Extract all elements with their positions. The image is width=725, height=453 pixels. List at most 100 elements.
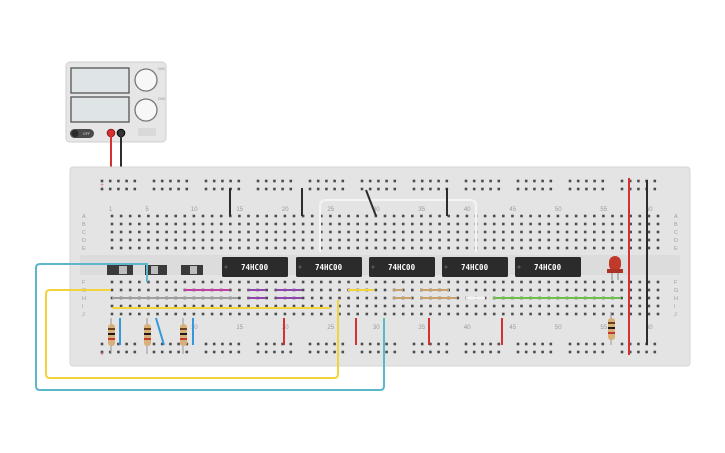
breadboard-hole[interactable] [556,288,560,292]
breadboard-hole[interactable] [368,350,372,354]
breadboard-hole[interactable] [392,222,396,226]
breadboard-hole[interactable] [465,214,469,218]
breadboard-hole[interactable] [593,222,596,226]
breadboard-hole[interactable] [538,222,541,226]
breadboard-hole[interactable] [401,222,405,226]
breadboard-hole[interactable] [472,187,476,191]
breadboard-hole[interactable] [516,187,520,191]
breadboard-hole[interactable] [474,312,478,316]
breadboard-hole[interactable] [465,230,469,234]
breadboard-hole[interactable] [456,280,460,284]
breadboard-hole[interactable] [611,288,614,292]
breadboard-hole[interactable] [201,246,205,250]
breadboard-hole[interactable] [301,296,305,300]
breadboard-hole[interactable] [565,312,569,316]
breadboard-hole[interactable] [520,222,523,226]
breadboard-hole[interactable] [529,214,532,218]
breadboard-hole[interactable] [392,230,396,234]
breadboard-hole[interactable] [492,288,496,292]
breadboard-hole[interactable] [574,230,578,234]
breadboard-hole[interactable] [516,350,520,354]
breadboard-hole[interactable] [392,304,396,308]
breadboard-hole[interactable] [347,312,350,316]
breadboard-hole[interactable] [593,312,596,316]
breadboard-hole[interactable] [565,304,569,308]
breadboard-hole[interactable] [310,312,314,316]
breadboard-hole[interactable] [256,222,259,226]
breadboard-hole[interactable] [347,230,350,234]
breadboard-hole[interactable] [481,187,484,191]
breadboard-hole[interactable] [583,246,587,250]
breadboard-hole[interactable] [281,179,284,183]
breadboard-hole[interactable] [383,280,387,284]
breadboard-hole[interactable] [374,280,378,284]
breadboard-hole[interactable] [620,238,623,242]
breadboard-hole[interactable] [456,214,460,218]
breadboard-hole[interactable] [549,187,553,191]
breadboard-hole[interactable] [147,304,150,308]
breadboard-hole[interactable] [593,288,596,292]
breadboard-hole[interactable] [447,238,450,242]
breadboard-hole[interactable] [247,222,250,226]
breadboard-hole[interactable] [611,222,614,226]
breadboard-hole[interactable] [301,238,305,242]
breadboard-hole[interactable] [238,214,241,218]
breadboard-hole[interactable] [152,187,156,191]
breadboard-hole[interactable] [412,350,416,354]
breadboard-hole[interactable] [647,312,651,316]
breadboard-hole[interactable] [128,304,132,308]
breadboard-hole[interactable] [138,288,141,292]
breadboard-hole[interactable] [229,342,232,346]
breadboard-hole[interactable] [238,238,241,242]
breadboard-hole[interactable] [201,312,205,316]
breadboard-hole[interactable] [301,304,305,308]
breadboard-hole[interactable] [593,238,596,242]
breadboard-hole[interactable] [565,280,569,284]
breadboard-hole[interactable] [247,312,250,316]
breadboard-hole[interactable] [438,214,441,218]
breadboard-hole[interactable] [229,304,232,308]
breadboard-hole[interactable] [221,179,224,183]
breadboard-hole[interactable] [365,230,369,234]
breadboard-hole[interactable] [629,288,632,292]
breadboard-hole[interactable] [210,222,214,226]
breadboard-hole[interactable] [420,350,424,354]
breadboard-hole[interactable] [169,179,172,183]
breadboard-hole[interactable] [192,304,196,308]
breadboard-hole[interactable] [620,288,623,292]
breadboard-hole[interactable] [192,280,196,284]
breadboard-hole[interactable] [511,222,514,226]
breadboard-hole[interactable] [483,246,487,250]
breadboard-hole[interactable] [238,304,241,308]
breadboard-hole[interactable] [183,214,187,218]
breadboard-hole[interactable] [210,304,214,308]
breadboard-hole[interactable] [301,280,305,284]
breadboard-hole[interactable] [574,288,578,292]
breadboard-hole[interactable] [310,238,314,242]
breadboard-hole[interactable] [360,187,364,191]
breadboard-hole[interactable] [152,179,156,183]
breadboard-hole[interactable] [383,246,387,250]
chip[interactable]: 74HC00 [515,257,581,277]
breadboard-hole[interactable] [316,342,320,346]
breadboard-hole[interactable] [119,238,123,242]
breadboard-hole[interactable] [420,179,424,183]
breadboard-hole[interactable] [133,342,137,346]
breadboard-hole[interactable] [574,246,578,250]
breadboard-hole[interactable] [456,230,460,234]
slide-switch[interactable] [145,265,167,275]
breadboard-hole[interactable] [492,246,496,250]
breadboard-hole[interactable] [464,342,468,346]
breadboard-hole[interactable] [165,214,168,218]
breadboard-hole[interactable] [325,187,328,191]
breadboard-hole[interactable] [219,222,223,226]
breadboard-hole[interactable] [411,312,414,316]
breadboard-hole[interactable] [174,238,177,242]
breadboard-hole[interactable] [383,288,387,292]
breadboard-hole[interactable] [492,222,496,226]
breadboard-hole[interactable] [629,230,632,234]
breadboard-hole[interactable] [128,288,132,292]
breadboard-hole[interactable] [438,304,441,308]
breadboard-hole[interactable] [329,222,332,226]
breadboard-hole[interactable] [556,230,560,234]
